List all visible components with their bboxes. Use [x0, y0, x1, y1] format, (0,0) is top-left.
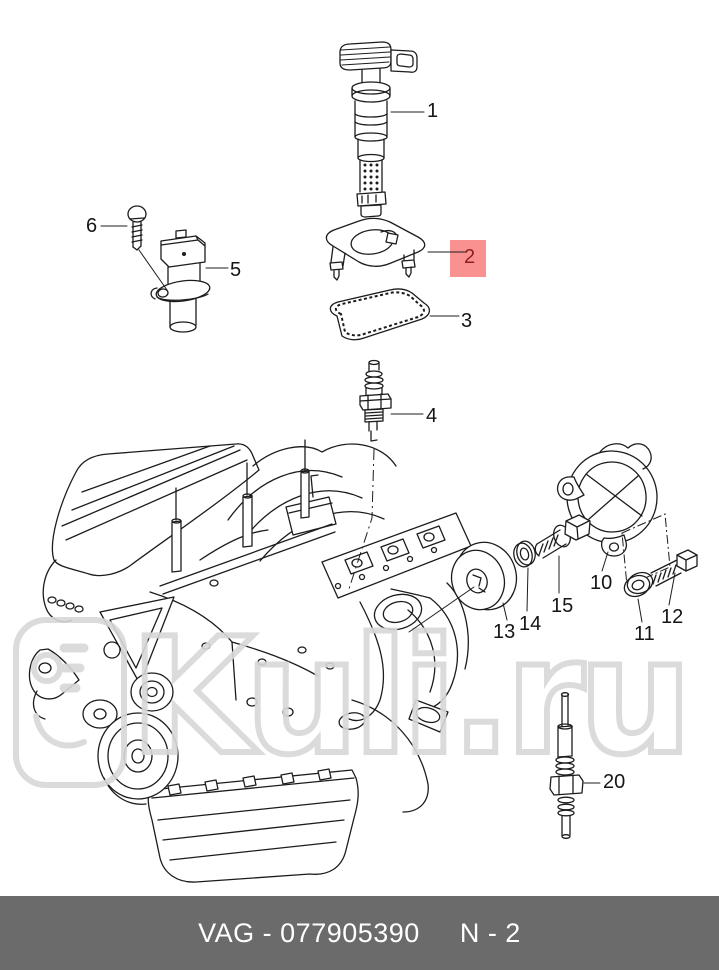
part-label-10[interactable]: 10	[590, 572, 613, 594]
part-label-3[interactable]: 3	[461, 310, 473, 332]
part-15-bolt-drawing	[534, 514, 591, 559]
part-label-2[interactable]: 2	[464, 246, 476, 268]
part-12-bolt-drawing	[650, 549, 698, 587]
part-label-13[interactable]: 13	[493, 621, 516, 643]
part-13-roller-disc-drawing	[450, 541, 518, 611]
part-6-screw-drawing	[127, 205, 147, 251]
highlight-part-2[interactable]	[450, 240, 486, 277]
part-label-12[interactable]: 12	[661, 606, 684, 628]
page-code: N - 2	[459, 917, 521, 948]
part-14-seal-ring-drawing	[513, 540, 536, 568]
part-20-glow-plug-drawing	[549, 692, 584, 839]
watermark: Kuli.ru	[13, 600, 695, 793]
part-label-14[interactable]: 14	[519, 613, 542, 635]
center-line-dashed	[347, 448, 375, 593]
engine-assembly-drawing	[28, 439, 472, 883]
leader-lines	[100, 111, 676, 784]
part-label-6[interactable]: 6	[86, 215, 98, 237]
watermark-text: Kuli.ru	[130, 603, 686, 790]
catalog-code: VAG - 077905390	[198, 917, 420, 948]
part-label-5[interactable]: 5	[230, 259, 242, 281]
mounting-outline-dashed	[621, 513, 671, 587]
part-3-gasket-drawing	[329, 288, 431, 341]
part-label-20[interactable]: 20	[603, 771, 626, 793]
part-label-15[interactable]: 15	[551, 595, 574, 617]
part-4-spark-plug-drawing	[359, 359, 392, 442]
part-label-11[interactable]: 11	[634, 623, 655, 645]
part-label-4[interactable]: 4	[426, 405, 438, 427]
part-2-retaining-bracket-drawing	[325, 217, 426, 281]
part-label-1[interactable]: 1	[427, 100, 439, 122]
part-5-position-sensor-drawing	[150, 229, 211, 333]
part-1-ignition-coil-drawing	[339, 41, 418, 218]
part-11-washer-drawing	[623, 571, 654, 598]
footer-bar: VAG - 077905390 N - 2	[0, 896, 719, 970]
